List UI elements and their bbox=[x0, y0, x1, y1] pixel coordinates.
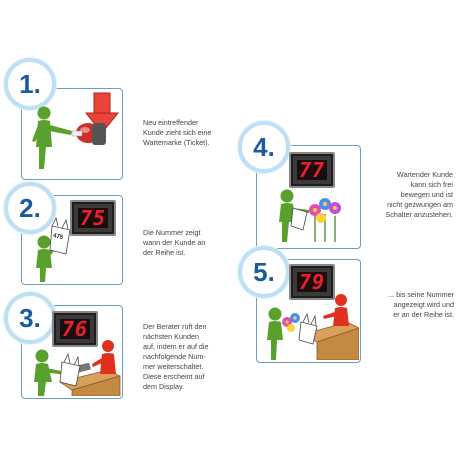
step-3-caption-line: nachfolgende Num- bbox=[143, 352, 206, 361]
step-5-caption-line: angezeigt wird und bbox=[393, 300, 454, 309]
step-2-caption-line: Die Nummer zeigt bbox=[143, 228, 201, 237]
step-1-caption-line: Kunde zieht sich eine bbox=[143, 128, 212, 137]
step-3-caption-line: nächsten Kunden bbox=[143, 332, 199, 341]
ticket-icon bbox=[290, 207, 308, 231]
step-2-caption-line: der Reihe ist. bbox=[143, 248, 186, 257]
step-4-caption-line: nicht gezwungen am bbox=[387, 200, 453, 209]
customer-figure-icon bbox=[32, 106, 72, 169]
number-display: 75 bbox=[70, 200, 116, 236]
step-4-illustration bbox=[279, 189, 341, 242]
ticket-icon bbox=[298, 312, 318, 345]
step-1-caption-line: Wartemarke (Ticket). bbox=[143, 138, 210, 147]
number-display: 76 bbox=[52, 311, 98, 347]
flower-icon bbox=[309, 198, 341, 242]
display-digits: 79 bbox=[297, 270, 327, 294]
step-3-caption: Der Berater ruft den nächsten Kunden auf… bbox=[143, 322, 253, 392]
number-display: 79 bbox=[289, 264, 335, 300]
step-4-caption-line: Wartender Kunde bbox=[396, 170, 453, 179]
step-5-caption-line: ... bis seine Nummer bbox=[388, 290, 454, 299]
number-display: 77 bbox=[289, 152, 335, 188]
step-5-badge: 5. bbox=[238, 246, 290, 298]
step-3-caption-line: dem Display. bbox=[143, 382, 185, 391]
step-2-badge: 2. bbox=[4, 182, 56, 234]
ticket-icon bbox=[59, 352, 81, 387]
customer-figure-icon bbox=[34, 349, 66, 396]
step-3-illustration bbox=[34, 340, 122, 396]
step-3-caption-line: mer weiterschaltet. bbox=[143, 362, 204, 371]
step-5-caption-line: er an der Reihe ist. bbox=[393, 310, 454, 319]
step-4-badge: 4. bbox=[238, 121, 290, 173]
step-5-caption: ... bis seine Nummer angezeigt wird und … bbox=[346, 290, 454, 320]
step-3-caption-line: Diese erscheint auf bbox=[143, 372, 205, 381]
step-4-caption-line: bewegen und ist bbox=[400, 190, 453, 199]
step-3-caption-line: auf, indem er auf die bbox=[143, 342, 209, 351]
step-3-caption-line: Der Berater ruft den bbox=[143, 322, 207, 331]
step-2-caption-line: wann der Kunde an bbox=[143, 238, 206, 247]
step-1-caption-line: Neu eintreffender bbox=[143, 118, 199, 127]
step-2-illustration bbox=[36, 216, 71, 282]
step-4-caption-line: kann sich frei bbox=[410, 180, 453, 189]
display-digits: 76 bbox=[60, 317, 90, 341]
step-5-illustration bbox=[267, 294, 359, 360]
step-4-caption-line: Schalter anzustehen. bbox=[385, 210, 453, 219]
step-4-caption: Wartender Kunde kann sich frei bewegen u… bbox=[348, 170, 453, 220]
step-2-caption: Die Nummer zeigt wann der Kunde an der R… bbox=[143, 228, 243, 258]
display-digits: 75 bbox=[78, 206, 108, 230]
step-1-badge: 1. bbox=[4, 58, 56, 110]
step-1-caption: Neu eintreffender Kunde zieht sich eine … bbox=[143, 118, 243, 148]
ticket-icon bbox=[49, 216, 71, 255]
clerk-figure-icon bbox=[92, 340, 116, 374]
flower-icon bbox=[282, 313, 300, 332]
ticket-dispenser-icon bbox=[71, 123, 106, 145]
customer-figure-icon bbox=[267, 307, 283, 360]
clerk-figure-icon bbox=[323, 294, 349, 326]
display-digits: 77 bbox=[297, 158, 327, 182]
step-1-illustration bbox=[32, 92, 120, 169]
